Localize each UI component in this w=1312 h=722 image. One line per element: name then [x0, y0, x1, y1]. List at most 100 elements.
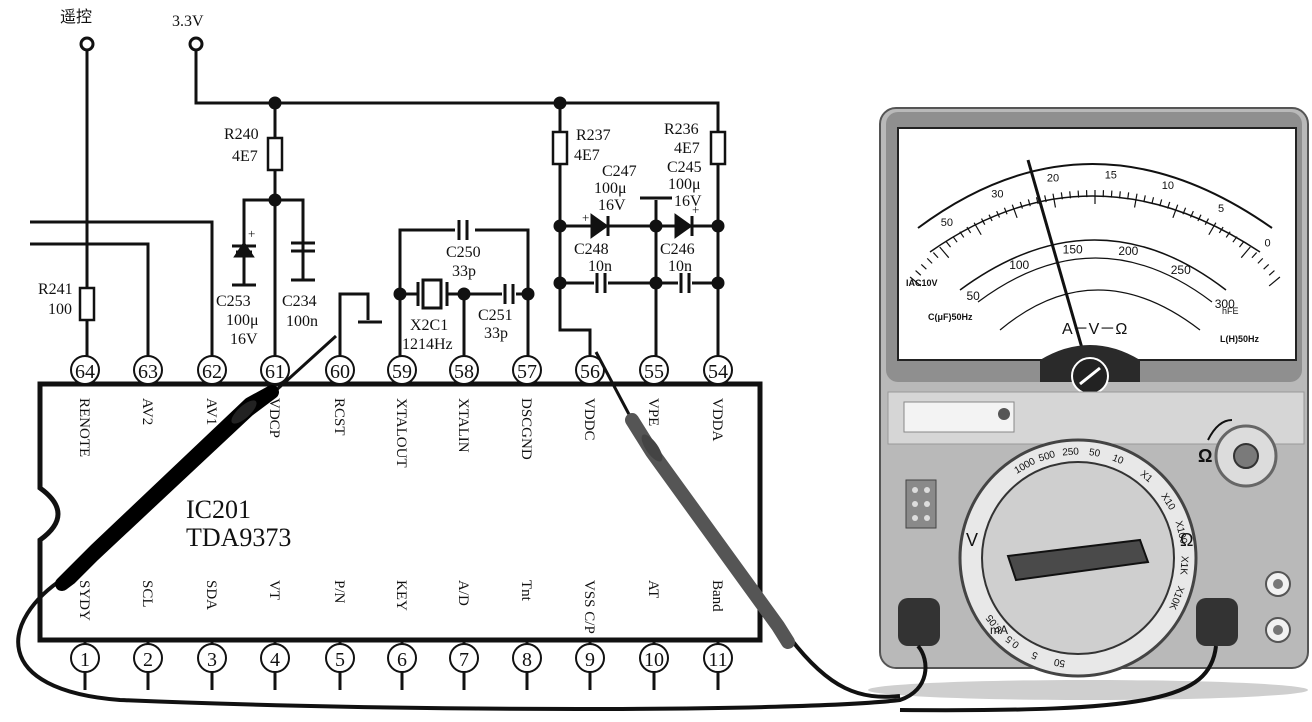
- pin-number: 9: [585, 649, 595, 671]
- ohm-adjust-symbol: Ω: [1198, 446, 1212, 466]
- crystal-x2c1: [418, 280, 447, 308]
- r240-ref: R240: [224, 126, 259, 143]
- pin-number: 5: [335, 649, 345, 671]
- c251-value: 33p: [484, 325, 508, 342]
- pin-name: RENOTE: [76, 398, 92, 457]
- main-scale-label: 10: [1162, 180, 1174, 192]
- pin-number: 55: [644, 361, 664, 383]
- r241-ref: R241: [38, 281, 73, 298]
- scale-function-label: A－V－Ω: [1062, 321, 1127, 338]
- dial-label: 250: [1062, 446, 1080, 458]
- c250-ref: C250: [446, 244, 481, 261]
- x2c1-ref: X2C1: [410, 317, 448, 334]
- dial-label: X1K: [1177, 556, 1189, 576]
- r236-ref: R236: [664, 121, 699, 138]
- common-probe-plug[interactable]: [898, 598, 940, 646]
- positive-probe-plug[interactable]: [1196, 598, 1238, 646]
- pin-number: 7: [459, 649, 469, 671]
- pin-number: 57: [517, 361, 537, 383]
- r237-value: 4E7: [574, 147, 600, 164]
- pin-name: Band: [709, 580, 725, 612]
- c253-value: 100μ: [226, 312, 259, 329]
- second-scale-label: 250: [1171, 263, 1191, 277]
- c234-value: 100n: [286, 313, 318, 330]
- pin-name: RCST: [331, 398, 347, 436]
- pin-name: AV2: [139, 398, 155, 425]
- pin-name: SCL: [139, 580, 155, 608]
- c246-value: 10n: [668, 258, 692, 275]
- pin-name: XTALIN: [455, 398, 471, 453]
- scale-tick: [1120, 191, 1121, 198]
- c247-voltage: 16V: [598, 197, 626, 214]
- c246-ref: C246: [660, 241, 695, 258]
- x2c1-value: 1214Hz: [402, 336, 453, 353]
- c248-value: 10n: [588, 258, 612, 275]
- main-scale-label: 20: [1047, 173, 1059, 185]
- pin-number: 61: [265, 361, 285, 383]
- pin-name: VDDA: [709, 398, 725, 441]
- svg-text:+: +: [248, 226, 255, 241]
- inductance-label: L(H)50Hz: [1220, 334, 1260, 344]
- pin-name: VSS C/P: [581, 580, 597, 634]
- pin-name: P/N: [331, 580, 347, 604]
- pin-number: 60: [330, 361, 350, 383]
- indicator-lamp: [998, 408, 1010, 420]
- pin-number: 64: [75, 361, 95, 383]
- c247-ref: C247: [602, 163, 637, 180]
- svg-text:+: +: [582, 210, 589, 225]
- main-scale-label: 50: [941, 217, 953, 229]
- pin-name: VDCP: [266, 398, 282, 438]
- r240-value: 4E7: [232, 148, 258, 165]
- battery-window: [904, 402, 1014, 432]
- v-range-symbol: V: [966, 530, 978, 550]
- dial-label: 50: [1088, 447, 1101, 460]
- pin-name: DSCGND: [518, 398, 534, 460]
- pin-number: 54: [708, 361, 728, 383]
- hfe-label: hFE: [1222, 306, 1239, 316]
- ma-range-symbol: mA: [990, 623, 1008, 637]
- pin-name: SDA: [203, 580, 219, 610]
- c250-value: 33p: [452, 263, 476, 280]
- pin-name: AT: [645, 580, 661, 598]
- pin-name: VPE: [645, 398, 661, 426]
- hfe-socket[interactable]: [906, 480, 936, 528]
- pin-number: 4: [270, 649, 280, 671]
- supply-terminal: [190, 38, 202, 50]
- supply-label: 3.3V: [172, 13, 204, 30]
- pin-name: A/D: [455, 580, 471, 606]
- pin-number: 1: [80, 649, 90, 671]
- c245-value: 100μ: [668, 176, 701, 193]
- r237-body: [553, 132, 567, 164]
- pin-number: 59: [392, 361, 412, 383]
- pin-name: Tnt: [518, 580, 534, 602]
- ohm-range-symbol: Ω: [1180, 530, 1193, 550]
- chip-part: TDA9373: [186, 523, 291, 552]
- pin-name: AV1: [203, 398, 219, 425]
- c234-ref: C234: [282, 293, 317, 310]
- component-labels: 遥控 3.3V R240 4E7 R241 100 C253 100μ 16V …: [38, 8, 702, 353]
- pin-number: 58: [454, 361, 474, 383]
- chip-ref: IC201: [186, 495, 251, 524]
- r236-body: [711, 132, 725, 164]
- remote-label: 遥控: [60, 8, 92, 26]
- c251-ref: C251: [478, 307, 513, 324]
- pin-number: 2: [143, 649, 153, 671]
- c253-ref: C253: [216, 293, 251, 310]
- capacitance-label: C(μF)50Hz: [928, 312, 973, 322]
- pin-number: 11: [708, 649, 727, 671]
- pin-name: SYDY: [76, 580, 92, 621]
- r236-value: 4E7: [674, 140, 700, 157]
- pin-number: 62: [202, 361, 222, 383]
- c247-value: 100μ: [594, 180, 627, 197]
- pin-number: 3: [207, 649, 217, 671]
- second-scale-label: 100: [1009, 258, 1029, 272]
- main-scale-label: 30: [991, 189, 1003, 201]
- second-scale-label: 200: [1118, 244, 1138, 258]
- pin-name: XTALOUT: [393, 398, 409, 468]
- main-scale-label: 0: [1264, 237, 1270, 249]
- pin-name: VT: [266, 580, 282, 600]
- ac-range-label: IAC10V: [906, 278, 938, 288]
- c245-voltage: 16V: [674, 193, 702, 210]
